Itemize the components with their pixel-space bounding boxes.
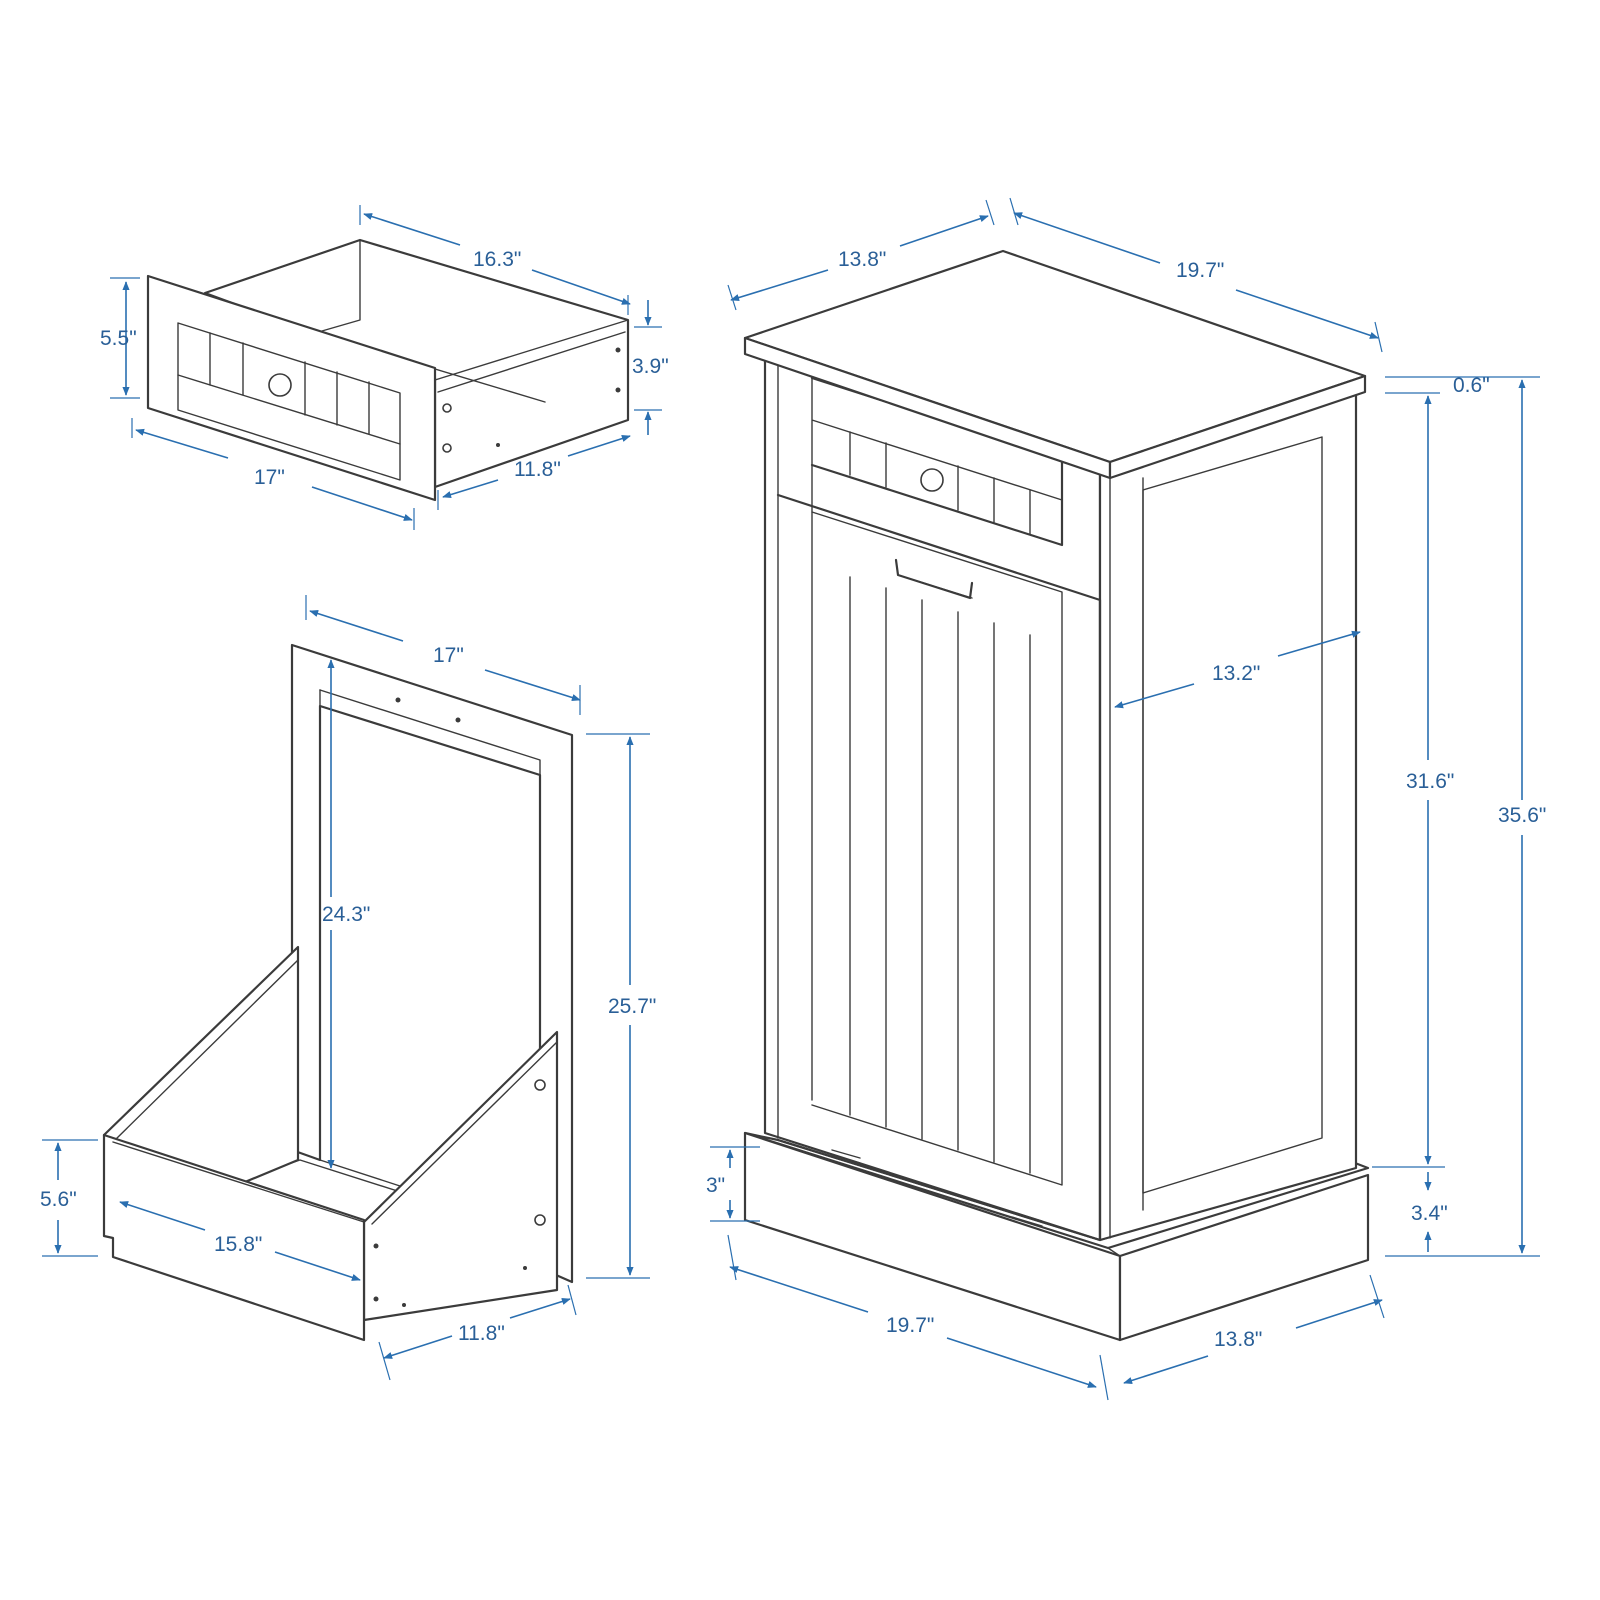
basket-illustration [102,643,574,1342]
cabinet-top-width-label: 19.7" [1176,259,1224,282]
basket-height-label: 25.7" [608,995,656,1018]
cabinet-base-gap-label: 3" [706,1174,725,1197]
basket-right-side [362,1030,559,1322]
cabinet-base-height-label: 3.4" [1411,1202,1448,1225]
cabinet-top-depth-label: 13.8" [838,248,886,271]
basket-depth-label: 11.8" [458,1322,505,1345]
drawer-depth-bottom-label: 11.8" [514,458,561,481]
basket-width-top-label: 17" [433,644,464,667]
drawer-inner-height-label: 3.9" [632,355,669,378]
drawer-illustration [146,238,630,502]
drawer-front-panel [146,274,437,502]
cabinet-tilt-door [776,493,1102,1242]
drawer-knob [268,373,292,397]
cabinet-side-panel [1098,390,1358,1242]
cabinet-top-thickness-label: 0.6" [1453,374,1490,397]
cabinet-base-side [1118,1173,1370,1342]
cabinet-illustration [743,249,1370,1342]
drawer-height-label: 5.5" [100,327,137,350]
cabinet-inner-depth-label: 13.2" [1212,662,1260,685]
basket-inner-width-label: 15.8" [214,1233,262,1256]
basket-front-panel [102,1133,366,1342]
basket-front-height-label: 5.6" [40,1188,77,1211]
drawer-dimensions: 16.3" 5.5" 3.9" 17" 11.8" [100,205,669,530]
cabinet-total-height-label: 35.6" [1498,804,1546,827]
cabinet-drawer-knob [920,468,944,492]
cabinet-bottom-width-label: 19.7" [886,1314,934,1337]
drawer-width-label: 17" [254,466,285,489]
drawer-depth-top-label: 16.3" [473,248,521,271]
cabinet-dimensions: 13.8" 19.7" 0.6" 13.2" 31.6" 35.6" 3" 3.… [706,197,1546,1401]
cabinet-bottom-depth-label: 13.8" [1214,1328,1262,1351]
basket-inner-height-label: 24.3" [322,903,370,926]
cabinet-door-height-label: 31.6" [1406,770,1454,793]
basket-dimensions: 17" 24.3" 25.7" 5.6" 15.8" 11.8" [40,595,656,1381]
